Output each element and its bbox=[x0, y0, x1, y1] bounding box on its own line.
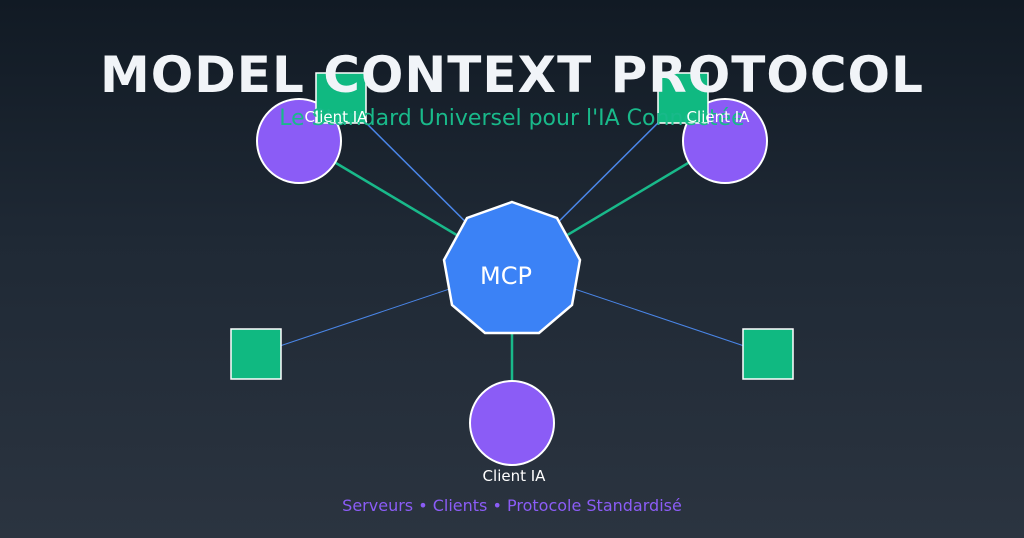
page-title: MODEL CONTEXT PROTOCOL bbox=[100, 46, 924, 104]
mcp-hub-shape bbox=[442, 200, 582, 335]
server-node-left bbox=[230, 328, 282, 380]
client-node-bottom bbox=[469, 380, 555, 466]
mcp-hub: MCP bbox=[442, 200, 582, 335]
server-node-right bbox=[742, 328, 794, 380]
footer-caption: Serveurs • Clients • Protocole Standardi… bbox=[342, 496, 682, 515]
client-label-left: Client IA bbox=[305, 108, 369, 126]
client-label-bottom: Client IA bbox=[483, 467, 547, 485]
server-node-top-left bbox=[315, 72, 367, 124]
server-node-top-right bbox=[657, 72, 709, 124]
servers bbox=[230, 72, 794, 380]
mcp-hub-label: MCP bbox=[480, 262, 532, 290]
client-label-right: Client IA bbox=[687, 108, 751, 126]
page-subtitle: Le Standard Universel pour l'IA Connecté… bbox=[279, 106, 744, 131]
